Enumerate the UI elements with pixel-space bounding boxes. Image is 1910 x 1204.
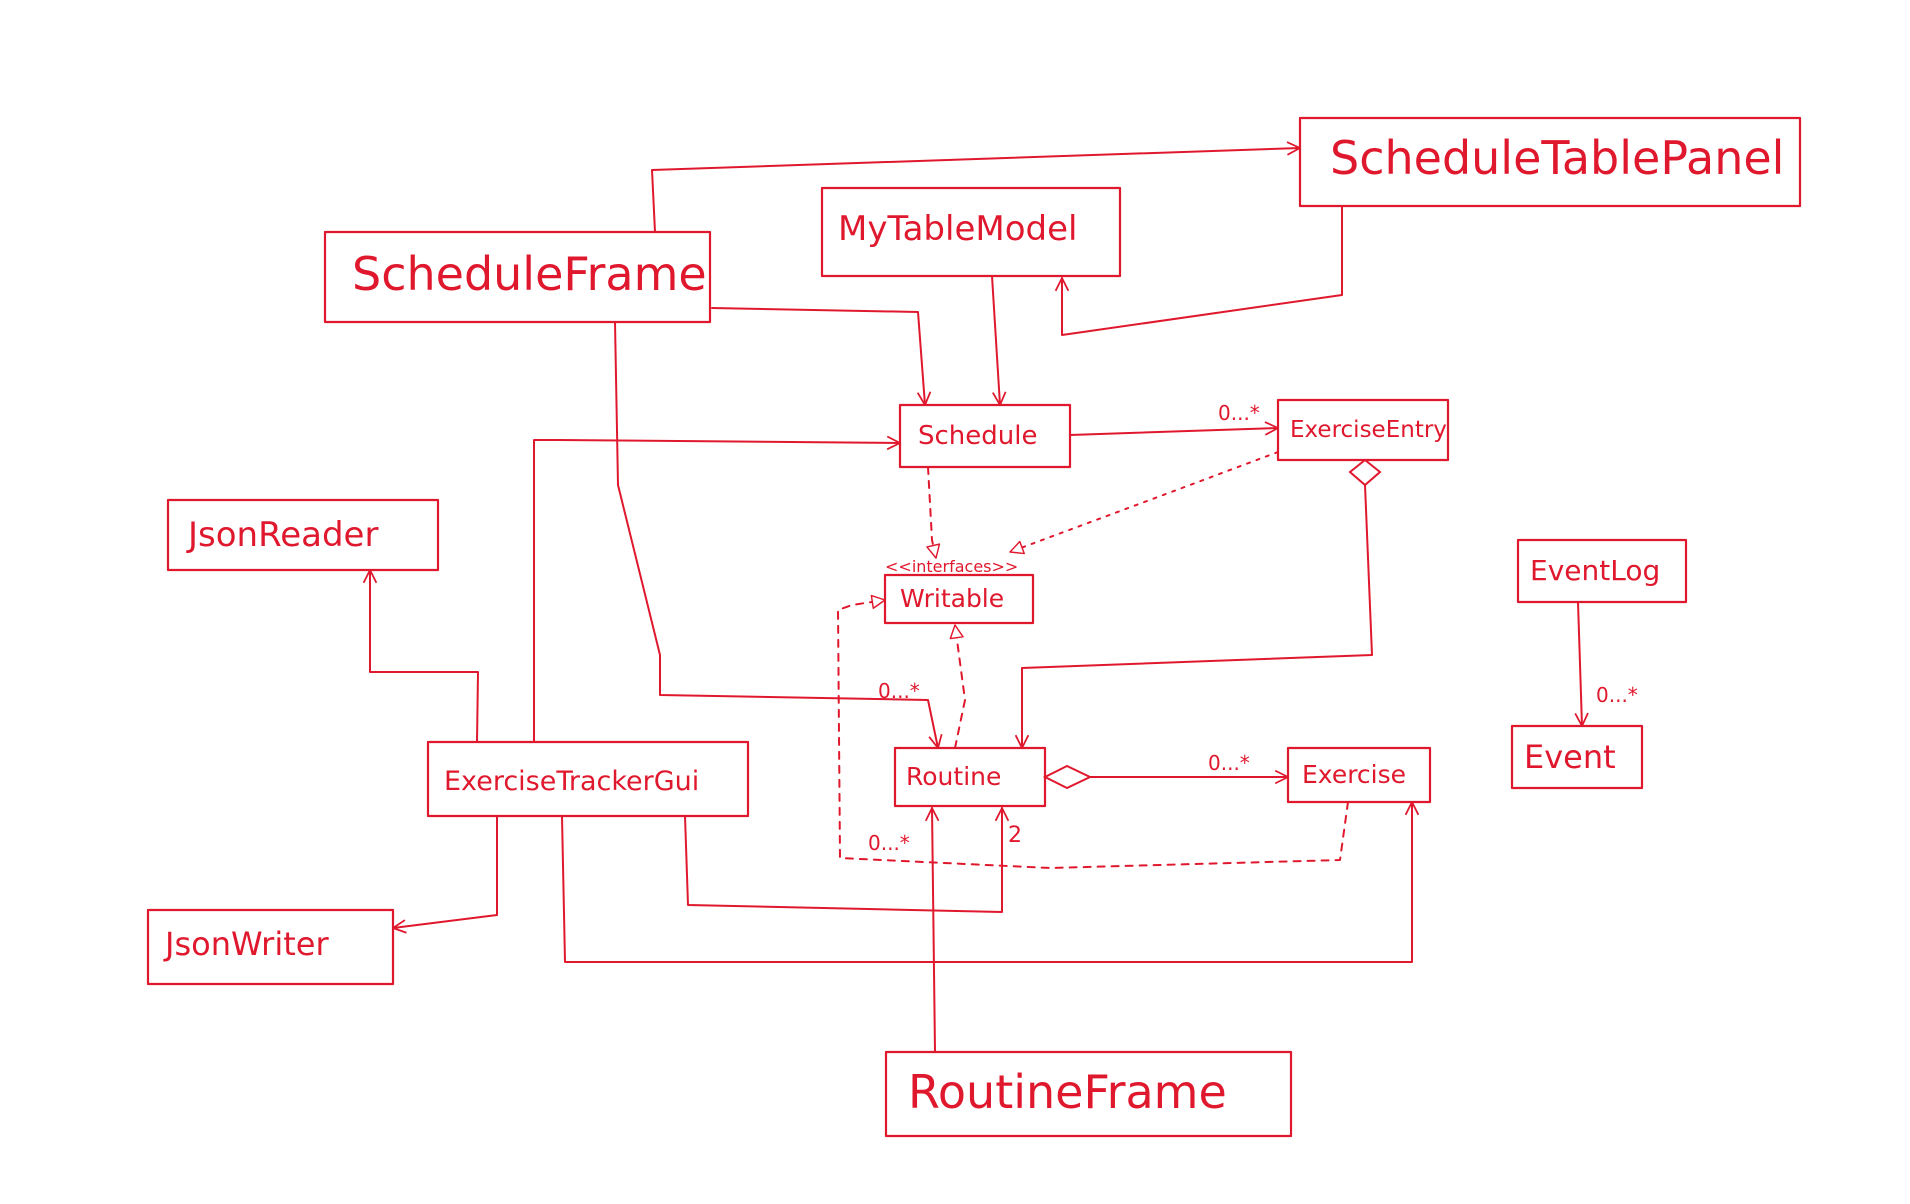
edge-gui-to-routine (684, 807, 1010, 913)
edge-schedule-implements-writable (926, 466, 941, 559)
json-reader-label: JsonReader (186, 515, 378, 555)
edge-gui-to-jsonreader (362, 569, 479, 743)
mult-gui-routine: 2 (1008, 823, 1022, 848)
edge-exerciseentry-implements-writable (1009, 451, 1279, 555)
edge-scheduleframe-to-routine (614, 321, 943, 749)
edge-gui-to-exercise (561, 801, 1420, 963)
class-exercise: Exercise (1286, 746, 1432, 804)
class-exercise-tracker-gui: ExerciseTrackerGui (426, 740, 750, 818)
mult-routineframe-routine: 0...* (868, 831, 910, 855)
event-log-label: EventLog (1530, 554, 1660, 587)
edge-mytablemodel-to-schedule (991, 275, 1007, 406)
json-writer-label: JsonWriter (163, 925, 329, 963)
edge-routine-implements-writable (949, 624, 966, 749)
class-routine-frame: RoutineFrame (884, 1050, 1293, 1138)
edge-schedule-to-exerciseentry (1069, 421, 1279, 436)
mult-eventlog-event: 0...* (1596, 683, 1638, 707)
edge-scheduletablepanel-to-mytablemodel (1054, 205, 1343, 336)
edge-gui-to-schedule (533, 435, 901, 743)
class-my-table-model: MyTableModel (820, 186, 1122, 278)
mult-frame-routine: 0...* (878, 679, 920, 703)
class-exercise-entry: ExerciseEntry (1276, 398, 1450, 462)
edge-eventlog-to-event (1574, 601, 1589, 727)
exercise-label: Exercise (1302, 760, 1406, 789)
multiplicities: 0...* 0...* 0...* 0...* 2 0...* (868, 401, 1638, 855)
class-routine: Routine (893, 746, 1047, 808)
mult-routine-exercise: 0...* (1208, 751, 1250, 775)
class-event: Event (1510, 724, 1644, 790)
schedule-frame-label: ScheduleFrame (352, 247, 707, 301)
exercise-entry-label: ExerciseEntry (1290, 417, 1447, 443)
writable-label: Writable (900, 584, 1004, 613)
class-schedule-frame: ScheduleFrame (323, 230, 712, 324)
edge-routineframe-to-routine (924, 807, 940, 1053)
edge-gui-to-jsonwriter (392, 815, 498, 934)
schedule-table-panel-label: ScheduleTablePanel (1330, 131, 1784, 185)
aggregation-diamond-exerciseentry (1348, 458, 1382, 487)
class-schedule-table-panel: ScheduleTablePanel (1298, 116, 1802, 208)
edge-scheduleframe-to-schedule (711, 307, 932, 406)
routine-label: Routine (906, 762, 1001, 791)
routine-frame-label: RoutineFrame (908, 1065, 1227, 1119)
class-event-log: EventLog (1516, 538, 1688, 604)
event-label: Event (1524, 738, 1616, 776)
aggregation-diamond-routine (1042, 764, 1093, 790)
edge-exerciseentry-to-routine (1014, 484, 1373, 749)
class-writable: <<interfaces>> Writable (883, 557, 1035, 625)
mult-schedule-entry: 0...* (1218, 401, 1260, 425)
my-table-model-label: MyTableModel (838, 209, 1077, 249)
edge-scheduleframe-to-scheduletablepanel (651, 141, 1301, 233)
schedule-label: Schedule (918, 421, 1037, 451)
edge-exercise-implements-writable (837, 594, 1349, 869)
writable-stereotype: <<interfaces>> (885, 557, 1018, 576)
class-schedule: Schedule (898, 403, 1072, 469)
exercise-tracker-gui-label: ExerciseTrackerGui (444, 766, 699, 797)
class-json-writer: JsonWriter (146, 908, 395, 986)
class-json-reader: JsonReader (166, 498, 440, 572)
